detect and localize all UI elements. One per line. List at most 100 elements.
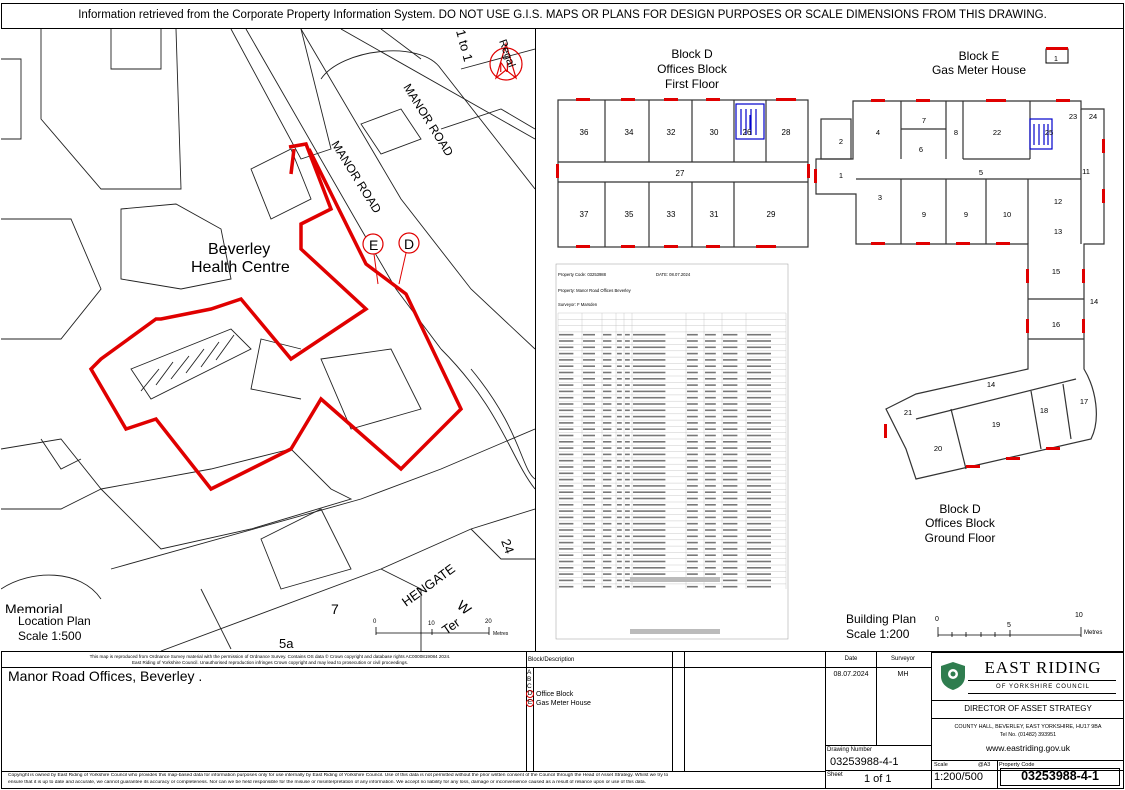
gf-room-2: 2 [839,137,843,146]
schedule-cell-scribble [723,491,738,493]
schedule-cell-scribble [625,585,630,588]
schedule-cell-scribble [705,428,716,430]
schedule-cell-scribble [617,447,622,449]
block-d-first-line1: Block D [671,47,713,61]
schedule-cell-scribble [559,333,574,336]
block-letter-c: C [527,683,532,690]
schedule-cell-scribble [723,585,738,588]
schedule-cell-scribble [583,516,595,519]
schedule-cell-scribble [625,447,630,449]
building-scale-tick-10: 10 [1075,612,1083,619]
schedule-cell-scribble [747,378,771,380]
schedule-cell-scribble [705,422,716,424]
schedule-cell-scribble [747,560,771,563]
schedule-cell-scribble [705,365,716,367]
schedule-cell-scribble [687,491,698,493]
marker-d [398,232,420,285]
gf-room-3: 3 [878,193,882,202]
schedule-cell-scribble [559,585,574,588]
schedule-cell-scribble [705,554,716,556]
schedule-cell-scribble [625,485,630,487]
schedule-cell-scribble [559,567,574,569]
schedule-cell-scribble [633,560,666,563]
schedule-cell-scribble [687,403,698,405]
schedule-cell-scribble [583,548,595,550]
schedule-cell-scribble [687,560,698,563]
schedule-cell-scribble [617,567,622,569]
schedule-cell-scribble [603,529,612,531]
schedule-cell-scribble [625,548,630,550]
copyright-bottom-1: Copyright is owned by East Riding of Yor… [8,773,669,778]
schedule-cell-scribble [559,441,574,443]
schedule-cell-scribble [625,365,630,367]
telephone: Tel No. (01482) 393951 [999,732,1057,738]
property-name: Manor Road Offices, Beverley . [8,668,203,684]
num-24: 24 [498,537,517,556]
block-col-3 [684,652,685,771]
schedule-cell-scribble [687,384,698,386]
map-divider [535,29,536,651]
schedule-cell-scribble [583,466,595,468]
schedule-cell-scribble [603,573,612,575]
schedule-property-code: Property Code: 03253988 [558,272,607,277]
schedule-cell-scribble [603,352,612,355]
schedule-cell-scribble [617,396,622,399]
ff-room-35: 35 [625,210,634,219]
schedule-cell-scribble [617,409,622,412]
schedule-cell-scribble [583,371,595,374]
scale-divider [997,760,998,789]
website: www.eastriding.gov.uk [986,743,1070,753]
schedule-cell-scribble [603,422,612,424]
building-scalebar [937,627,1082,637]
schedule-cell-scribble [559,428,574,430]
schedule-cell-scribble [559,359,574,361]
schedule-cell-scribble [617,535,622,538]
logo-top-rule [931,652,1124,653]
schedule-cell-scribble [617,415,622,418]
schedule-cell-scribble [559,535,574,538]
schedule-total-bar [630,629,720,634]
schedule-cell-scribble [583,340,595,342]
schedule-cell-scribble [747,359,771,361]
schedule-cell-scribble [625,491,630,493]
schedule-cell-scribble [705,478,716,481]
schedule-cell-scribble [583,522,595,525]
schedule-cell-scribble [603,535,612,538]
schedule-cell-scribble [723,403,738,405]
schedule-cell-scribble [747,396,771,399]
schedule-cell-scribble [583,459,595,462]
schedule-cell-scribble [559,352,574,355]
schedule-cell-scribble [583,415,595,418]
schedule-cell-scribble [723,504,738,506]
schedule-cell-scribble [603,441,612,443]
schedule-cell-scribble [705,378,716,380]
block-e-room: 1 [1054,56,1058,63]
schedule-cell-scribble [559,491,574,493]
schedule-cell-scribble [723,352,738,355]
schedule-cell-scribble [617,359,622,361]
schedule-cell-scribble [617,485,622,487]
schedule-cell-scribble [747,510,771,512]
schedule-cell-scribble [617,560,622,563]
schedule-cell-scribble [617,390,622,393]
schedule-cell-scribble [617,516,622,519]
schedule-cell-scribble [633,428,666,430]
schedule-cell-scribble [747,434,771,437]
schedule-cell-scribble [559,459,574,462]
schedule-cell-scribble [705,434,716,437]
property-rule [1,667,526,668]
schedule-cell-scribble [633,573,666,575]
schedule-cell-scribble [559,466,574,468]
schedule-cell-scribble [559,573,574,575]
council-name: EAST RIDING [984,658,1102,677]
schedule-cell-scribble [603,371,612,374]
schedule-cell-scribble [633,403,666,405]
schedule-cell-scribble [747,346,771,349]
date-rule [825,667,931,668]
schedule-cell-scribble [625,352,630,355]
schedule-cell-scribble [559,378,574,380]
schedule-cell-scribble [617,371,622,374]
schedule-cell-scribble [559,504,574,506]
schedule-cell-scribble [625,434,630,437]
schedule-cell-scribble [633,478,666,481]
